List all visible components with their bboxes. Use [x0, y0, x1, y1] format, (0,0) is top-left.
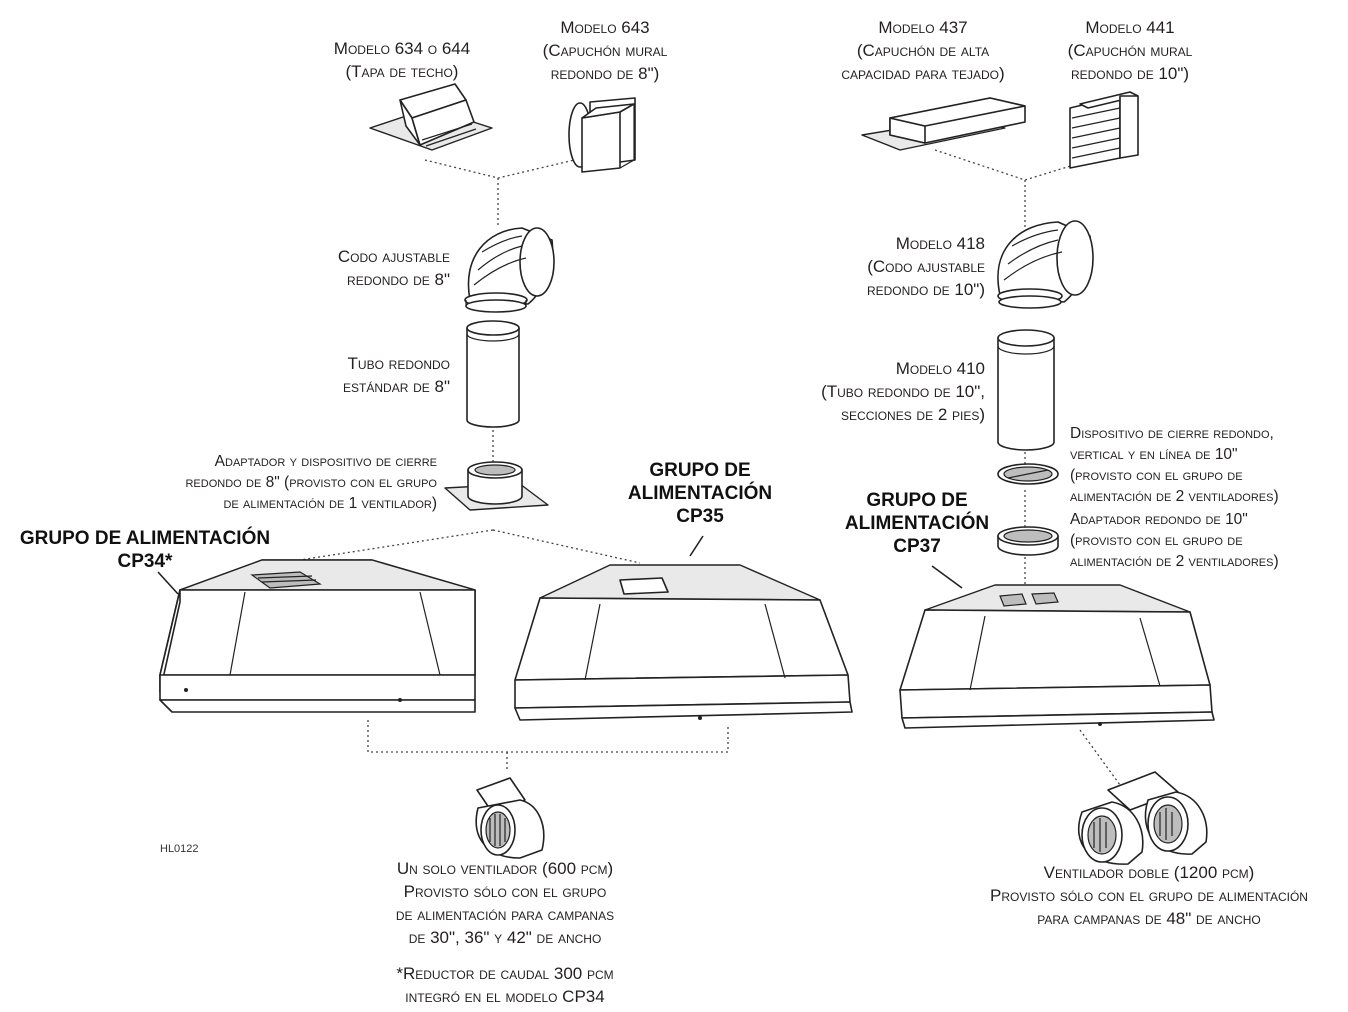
label-line: redondo de 8" — [347, 270, 450, 289]
group-label-cp35: GRUPO DE ALIMENTACIÓN CP35 — [610, 459, 790, 528]
label-line: (provisto con el grupo de — [1070, 467, 1243, 484]
label-line: Modelo 410 — [895, 359, 985, 378]
label-line: integró en el modelo CP34 — [405, 987, 605, 1006]
label-line: capacidad para tejado) — [841, 64, 1005, 83]
label-line: vertical y en línea de 10" — [1070, 446, 1238, 463]
label-line: (Codo ajustable — [867, 257, 985, 276]
label-line: Modelo 418 — [895, 234, 985, 253]
label-model-418: Modelo 418 (Codo ajustable redondo de 10… — [780, 232, 985, 301]
label-line: Modelo 437 — [878, 18, 968, 37]
label-line: Dispositivo de cierre redondo, — [1070, 425, 1274, 442]
group-line: ALIMENTACIÓN — [627, 483, 773, 504]
label-line: estándar de 8" — [343, 377, 450, 396]
figure-code: HL0122 — [160, 843, 199, 855]
label-line: Provisto sólo con el grupo — [403, 882, 607, 901]
roof-cap-illustration — [369, 83, 493, 151]
adapter-10-illustration — [997, 526, 1059, 556]
hood-cp35-illustration — [514, 564, 853, 721]
label-model-441: Modelo 441 (Capuchón mural redondo de 10… — [1040, 16, 1220, 85]
group-line: CP35 — [676, 506, 724, 527]
elbow-8-illustration — [464, 227, 555, 313]
label-model-437: Modelo 437 (Capuchón de alta capacidad p… — [818, 16, 1028, 85]
wall-cap-8-illustration — [568, 97, 636, 173]
pipe-10-illustration — [997, 329, 1055, 451]
label-line: Modelo 441 — [1085, 18, 1175, 37]
label-line: (Capuchón de alta — [856, 41, 990, 60]
group-line: ALIMENTACIÓN — [844, 513, 990, 534]
label-line: (Tubo redondo de 10", — [821, 382, 985, 401]
label-line: Modelo 643 — [560, 18, 650, 37]
hood-cp37-illustration — [899, 584, 1215, 729]
elbow-10-illustration — [997, 220, 1094, 309]
label-line: secciones de 2 pies) — [841, 405, 985, 424]
label-line: Adaptador redondo de 10" — [1070, 511, 1248, 528]
label-dual-blower: Ventilador doble (1200 pcm) Provisto sól… — [950, 861, 1348, 930]
label-line: Provisto sólo con el grupo de alimentaci… — [990, 886, 1308, 905]
label-adapter-10: Adaptador redondo de 10" (provisto con e… — [1070, 509, 1342, 572]
group-label-cp37: GRUPO DE ALIMENTACIÓN CP37 — [827, 489, 1007, 558]
label-line: Un solo ventilador (600 pcm) — [396, 859, 614, 878]
adapter-8-illustration — [444, 461, 549, 511]
label-line: de alimentación para campanas — [395, 905, 615, 924]
damper-10-illustration — [997, 463, 1059, 485]
group-line: GRUPO DE — [649, 460, 751, 481]
single-blower-illustration — [475, 777, 545, 859]
label-line: redondo de 8") — [550, 64, 660, 83]
label-line: Ventilador doble (1200 pcm) — [1043, 863, 1255, 882]
label-line: (Tapa de techo) — [345, 62, 459, 81]
label-pipe-8: Tubo redondo estándar de 8" — [290, 352, 450, 398]
label-line: alimentación de 2 ventiladores) — [1070, 488, 1279, 505]
label-model-634-644: Modelo 634 o 644 (Tapa de techo) — [312, 37, 492, 83]
group-line: GRUPO DE ALIMENTACIÓN — [19, 528, 271, 549]
group-line: GRUPO DE — [866, 490, 968, 511]
label-line: Modelo 634 o 644 — [333, 39, 471, 58]
label-damper-10: Dispositivo de cierre redondo, vertical … — [1070, 423, 1342, 507]
wall-cap-10-illustration — [1069, 91, 1139, 169]
group-line: CP37 — [893, 536, 941, 557]
group-line: CP34* — [117, 551, 173, 572]
group-leader-lines — [157, 535, 963, 595]
label-line: (provisto con el grupo de — [1070, 532, 1243, 549]
label-line: alimentación de 2 ventiladores) — [1070, 553, 1279, 570]
label-line: redondo de 10") — [1070, 64, 1190, 83]
roof-jack-illustration — [861, 97, 1026, 151]
label-model-643: Modelo 643 (Capuchón mural redondo de 8"… — [515, 16, 695, 85]
label-line: redondo de 10") — [866, 280, 985, 299]
label-line: (Capuchón mural — [1067, 41, 1193, 60]
label-line: de alimentación de 1 ventilador) — [223, 495, 437, 512]
label-line: (Capuchón mural — [542, 41, 668, 60]
label-elbow-8: Codo ajustable redondo de 8" — [290, 245, 450, 291]
pipe-8-illustration — [466, 320, 520, 428]
hood-cp34-illustration — [159, 559, 476, 713]
label-line: *Reductor de caudal 300 pcm — [396, 964, 614, 983]
label-line: Codo ajustable — [337, 247, 450, 266]
label-line: para campanas de 48" de ancho — [1037, 909, 1261, 928]
label-line: Adaptador y dispositivo de cierre — [214, 453, 437, 470]
label-single-blower: Un solo ventilador (600 pcm) Provisto só… — [360, 857, 650, 949]
label-adapter-8: Adaptador y dispositivo de cierre redond… — [100, 451, 437, 514]
label-model-410: Modelo 410 (Tubo redondo de 10", seccion… — [770, 357, 985, 426]
group-label-cp34: GRUPO DE ALIMENTACIÓN CP34* — [5, 527, 285, 573]
label-line: de 30", 36" y 42" de ancho — [408, 928, 602, 947]
dual-blower-illustration — [1077, 771, 1208, 865]
label-line: Tubo redondo — [347, 354, 450, 373]
connector-lines — [299, 149, 1121, 786]
label-line: redondo de 8" (provisto con el grupo — [185, 474, 437, 491]
label-footnote: *Reductor de caudal 300 pcm integró en e… — [360, 962, 650, 1008]
